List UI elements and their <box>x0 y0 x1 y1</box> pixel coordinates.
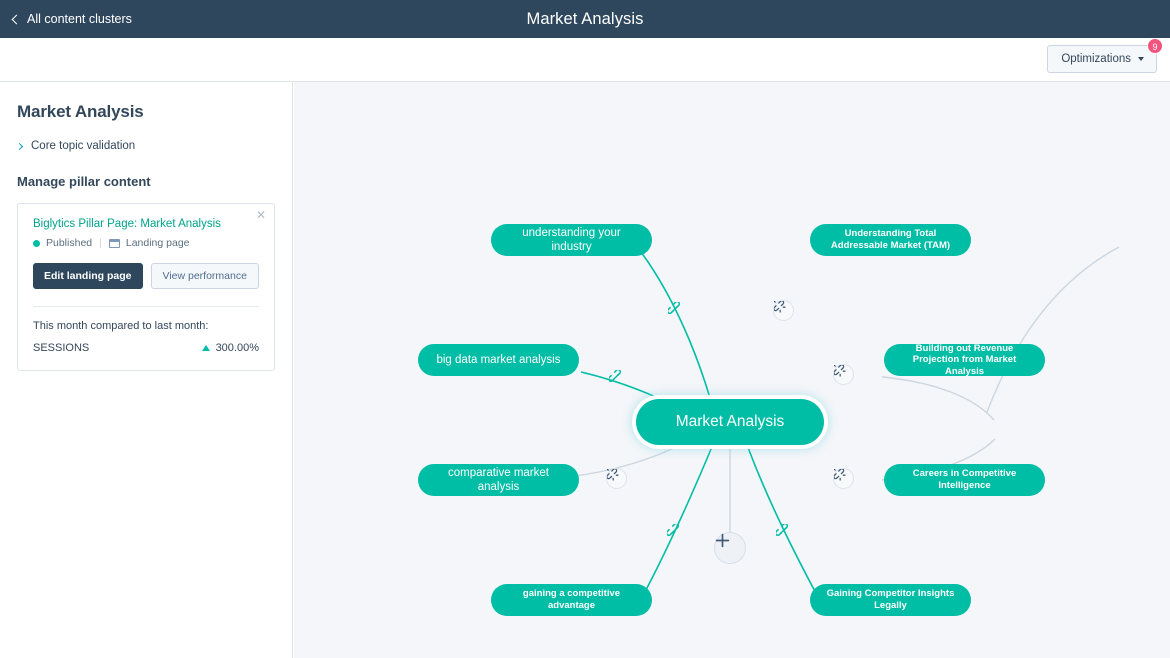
edit-landing-page-button[interactable]: Edit landing page <box>33 263 143 289</box>
subtopic-node-gaining-competitor-insights-legally[interactable]: Gaining Competitor Insights Legally <box>810 584 971 616</box>
sub-bar: Optimizations 9 <box>0 38 1170 82</box>
node-label: comparative market analysis <box>448 466 549 493</box>
broken-link-icon <box>834 469 846 481</box>
broken-link-badge-comparative[interactable] <box>606 468 627 489</box>
node-label: Gaining Competitor Insights Legally <box>827 588 955 611</box>
chevron-down-icon <box>1138 57 1144 61</box>
sidebar-item-core-topic-validation[interactable]: Core topic validation <box>15 140 275 152</box>
pillar-meta-row: Published | Landing page <box>33 237 259 249</box>
chevron-right-icon <box>15 142 24 150</box>
broken-link-icon <box>607 469 619 481</box>
sessions-metric-row: SESSIONS 300.00% <box>33 342 259 354</box>
plus-icon <box>715 533 730 548</box>
topic-cluster-canvas[interactable]: Market Analysis understanding your indus… <box>294 82 1170 658</box>
subtopic-node-comparative-market-analysis[interactable]: comparative market analysis <box>418 464 579 496</box>
sidebar: Market Analysis Core topic validation Ma… <box>0 82 293 658</box>
node-label-line2: Intelligence <box>938 480 991 491</box>
broken-link-icon <box>834 365 846 377</box>
comparison-label: This month compared to last month: <box>33 320 209 332</box>
optimizations-wrapper: Optimizations 9 <box>1047 38 1163 73</box>
node-label: Careers in Competitive Intelligence <box>913 468 1016 491</box>
node-label: gaining a competitive advantage <box>523 588 620 611</box>
node-label-line1: Careers in Competitive <box>912 468 1017 480</box>
pillar-card-buttons: Edit landing page View performance <box>33 263 259 289</box>
manage-pillar-content-heading: Manage pillar content <box>17 174 151 189</box>
connector-unlinked-revenue <box>881 376 995 421</box>
pillar-page-link[interactable]: Biglytics Pillar Page: Market Analysis <box>33 218 221 230</box>
landing-page-icon <box>108 238 120 248</box>
sessions-value-wrap: 300.00% <box>201 342 259 354</box>
subtopic-node-understanding-your-industry[interactable]: understanding your industry <box>491 224 652 256</box>
center-node-label: Market Analysis <box>675 412 785 430</box>
node-label-line1: gaining a competitive <box>522 588 621 600</box>
core-topic-label: Core topic validation <box>31 140 136 152</box>
sessions-value: 300.00% <box>215 342 259 354</box>
pillar-content-card: ✕ Biglytics Pillar Page: Market Analysis… <box>17 203 275 371</box>
top-bar: All content clusters Market Analysis <box>0 0 1170 38</box>
sidebar-title: Market Analysis <box>17 102 144 121</box>
node-label: big data market analysis <box>436 353 561 366</box>
node-label-line1: Understanding Total <box>844 228 937 240</box>
chain-link-glyph <box>667 524 680 537</box>
subtopic-node-building-out-revenue-projection[interactable]: Building out Revenue Projection from Mar… <box>884 343 1045 378</box>
meta-separator: | <box>99 237 102 249</box>
center-node-market-analysis[interactable]: Market Analysis <box>636 399 824 445</box>
back-link-label: All content clusters <box>27 12 132 26</box>
broken-link-badge-tam[interactable] <box>773 300 794 321</box>
optimizations-badge: 9 <box>1147 38 1163 54</box>
node-label: Understanding Total Addressable Market (… <box>831 228 950 251</box>
chain-link-glyph <box>609 370 622 383</box>
broken-link-icon <box>774 301 786 313</box>
node-label-line2: Projection from Market Analysis <box>912 354 1017 377</box>
subtopic-node-careers-competitive-intelligence[interactable]: Careers in Competitive Intelligence <box>884 464 1045 496</box>
status-badge: Published <box>46 237 93 249</box>
node-label: Building out Revenue Projection from Mar… <box>898 343 1031 378</box>
optimizations-label: Optimizations <box>1061 53 1131 65</box>
view-performance-button[interactable]: View performance <box>150 263 259 289</box>
broken-link-badge-careers[interactable] <box>833 468 854 489</box>
close-icon[interactable]: ✕ <box>255 208 266 222</box>
optimizations-button[interactable]: Optimizations 9 <box>1047 38 1163 73</box>
back-to-clusters-link[interactable]: All content clusters <box>11 0 132 38</box>
subtopic-node-big-data-market-analysis[interactable]: big data market analysis <box>418 344 579 376</box>
card-divider <box>33 306 259 307</box>
triangle-up-icon <box>201 345 210 351</box>
node-label-line2: Legally <box>874 600 907 611</box>
page-type-label: Landing page <box>125 237 190 249</box>
subtopic-node-gaining-competitive-advantage[interactable]: gaining a competitive advantage <box>491 584 652 616</box>
status-dot-icon <box>33 239 40 247</box>
node-label-line2: advantage <box>547 600 595 611</box>
broken-link-badge-revenue[interactable] <box>833 364 854 385</box>
add-subtopic-button[interactable] <box>714 532 746 564</box>
subtopic-node-understanding-tam[interactable]: Understanding Total Addressable Market (… <box>810 224 971 256</box>
page-title: Market Analysis <box>526 9 644 28</box>
connector-unlinked-tam <box>986 246 1120 413</box>
chain-link-glyph <box>668 302 681 315</box>
node-label-line1: Gaining Competitor Insights <box>826 588 955 600</box>
connector-linked-industry <box>640 251 715 413</box>
chain-link-glyph <box>776 524 789 537</box>
node-label-line1: Building out Revenue <box>915 342 1014 354</box>
node-label-line2: Addressable Market (TAM) <box>830 240 951 251</box>
node-label: understanding your industry <box>522 226 621 253</box>
sessions-label: SESSIONS <box>33 342 90 354</box>
